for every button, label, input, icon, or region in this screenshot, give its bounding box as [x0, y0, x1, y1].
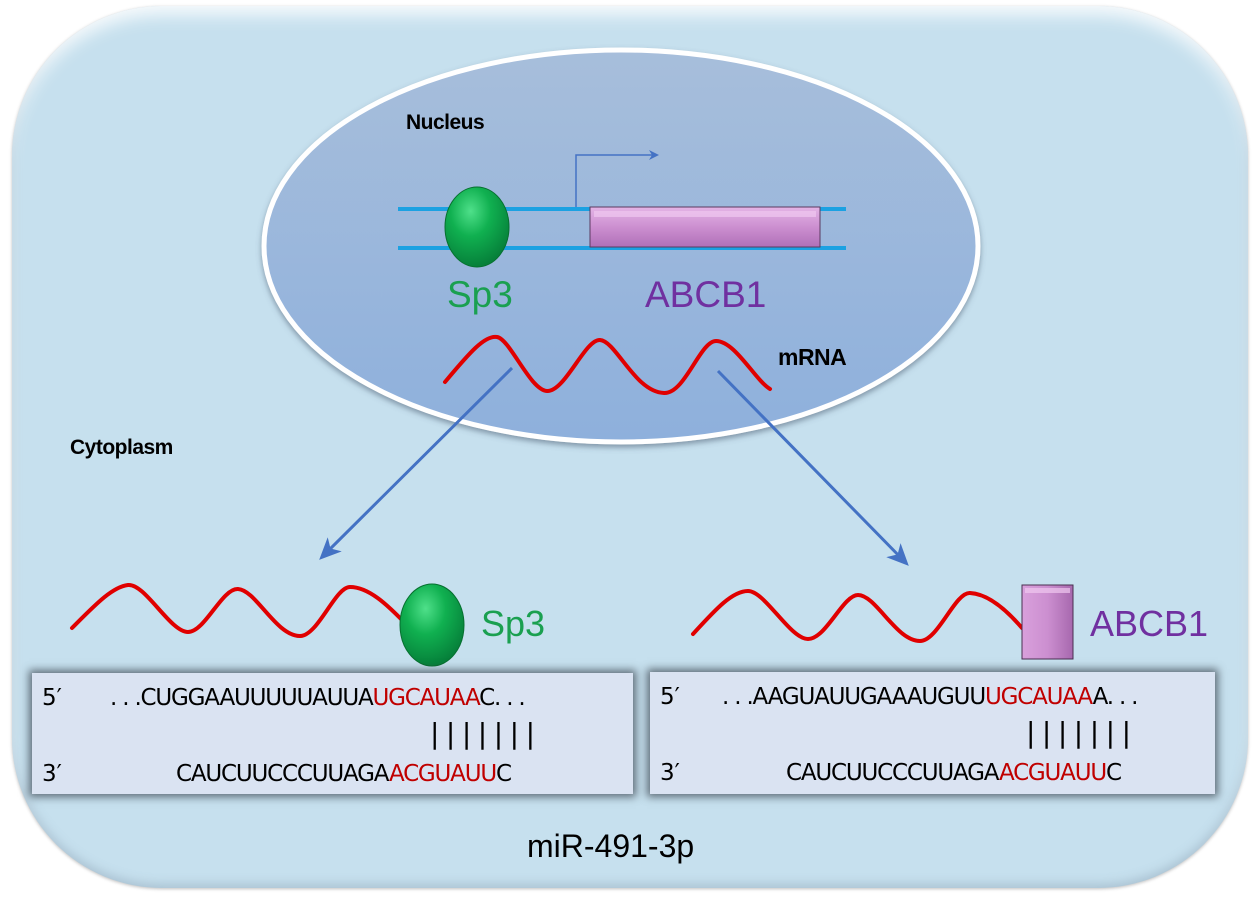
- abcb1-gene-bevel: [594, 211, 816, 217]
- abcb1-mirna-sequence: CAUCUUCCCUUAGAACGUAUUC: [786, 760, 1122, 786]
- abcb1-gene-block: [589, 206, 821, 248]
- abcb1-base-pairing: |||||||: [1026, 716, 1138, 749]
- sp3-protein-cytoplasm-icon: [399, 583, 465, 667]
- sp3-nuclear-label: Sp3: [447, 274, 513, 315]
- abcb1-mirna-suffix: C: [1106, 760, 1122, 786]
- nucleus-label: Nucleus: [406, 111, 485, 134]
- abcb1-mrna-seed: UGCAUAA: [984, 684, 1094, 710]
- abcb1-protein-cytoplasm-icon: [1021, 584, 1074, 660]
- sp3-mrna-prefix: . . .CUGGAAUUUUUAUUA: [110, 685, 374, 711]
- abcb1-mirna-seed: ACGUAUU: [998, 760, 1107, 786]
- cytoplasm-label: Cytoplasm: [70, 436, 173, 459]
- sp3-seed-alignment-box: 5′ 3′ . . .CUGGAAUUUUUAUUAUGCAUAAC. . . …: [32, 673, 633, 794]
- sp3-base-pairing: |||||||: [430, 717, 542, 750]
- arrow-to-abcb1-icon: [716, 369, 909, 566]
- sp3-mrna-sequence: . . .CUGGAAUUUUUAUUAUGCAUAAC. . .: [110, 685, 526, 711]
- sp3-mirna-seed: ACGUAUU: [388, 761, 497, 787]
- five-prime-label: 5′: [42, 685, 62, 711]
- abcb1-box-bevel: [1025, 588, 1070, 593]
- mrna-strand-sp3: [70, 583, 404, 639]
- transcription-start-arrow-icon: [575, 150, 659, 207]
- abcb1-box: [1021, 584, 1074, 660]
- sp3-mirna-prefix: CAUCUUCCCUUAGA: [176, 761, 390, 787]
- mrna-label: mRNA: [778, 344, 847, 370]
- mrna-strand-abcb1: [691, 588, 1024, 644]
- abcb1-mrna-sequence: . . .AAGUAUUGAAAUGUUUGCAUAAA. . .: [722, 684, 1139, 710]
- mrna-strand-nuclear: [443, 334, 772, 396]
- abcb1-mirna-prefix: CAUCUUCCCUUAGA: [786, 760, 1000, 786]
- sp3-mrna-seed: UGCAUAA: [372, 685, 481, 711]
- three-prime-label: 3′: [660, 760, 680, 786]
- sp3-mirna-suffix: C: [496, 761, 512, 787]
- sp3-mirna-sequence: CAUCUUCCCUUAGAACGUAUUC: [176, 761, 512, 787]
- sp3-mrna-suffix: C. . .: [479, 685, 526, 711]
- arrow-to-sp3-icon: [319, 366, 514, 560]
- abcb1-nuclear-label: ABCB1: [645, 274, 767, 315]
- mirna-name-label: miR-491-3p: [527, 828, 695, 864]
- abcb1-mrna-prefix: . . .AAGUAUUGAAAUGUU: [722, 684, 986, 710]
- abcb1-mrna-suffix: A. . .: [1092, 684, 1139, 710]
- sp3-protein-nuclear-icon: [444, 186, 510, 268]
- abcb1-target-label: ABCB1: [1090, 603, 1209, 644]
- sp3-target-label: Sp3: [481, 603, 546, 644]
- three-prime-label: 3′: [42, 761, 62, 787]
- five-prime-label: 5′: [660, 684, 680, 710]
- abcb1-seed-alignment-box: 5′ 3′ . . .AAGUAUUGAAAUGUUUGCAUAAA. . . …: [650, 672, 1215, 794]
